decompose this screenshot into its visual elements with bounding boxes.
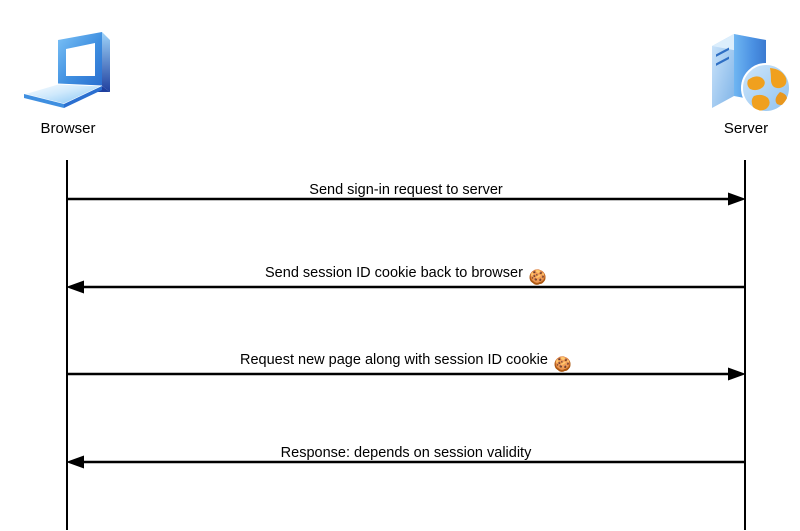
cookie-icon: 🍪 [528,270,547,286]
message-3-text: Request new page along with session ID c… [240,352,548,368]
message-4: Response: depends on session validity [66,429,746,469]
message-1-text: Send sign-in request to server [309,182,503,198]
actor-browser-label: Browser [40,120,96,137]
message-2-text: Send session ID cookie back to browser [265,265,523,281]
server-globe-icon [712,34,791,113]
message-4-text: Response: depends on session validity [280,445,532,461]
message-3-label: Request new page along with session ID c… [66,350,746,375]
laptop-icon [22,32,110,108]
message-3: Request new page along with session ID c… [66,341,746,381]
message-1: Send sign-in request to server [66,166,746,206]
actor-server-label: Server [723,120,769,137]
message-1-arrow-right [66,192,746,206]
actor-browser: Browser [0,18,138,138]
message-4-arrow-left [66,455,746,469]
cookie-icon: 🍪 [553,357,572,373]
message-2-arrow-left [66,280,746,294]
message-2: Send session ID cookie back to browser 🍪 [66,254,746,294]
message-2-label: Send session ID cookie back to browser 🍪 [66,263,746,288]
lifeline-server [744,160,746,530]
lifeline-browser [66,160,68,530]
actor-server: Server [676,18,800,138]
message-3-arrow-right [66,367,746,381]
message-1-label: Send sign-in request to server [66,180,746,200]
message-4-label: Response: depends on session validity [66,443,746,463]
